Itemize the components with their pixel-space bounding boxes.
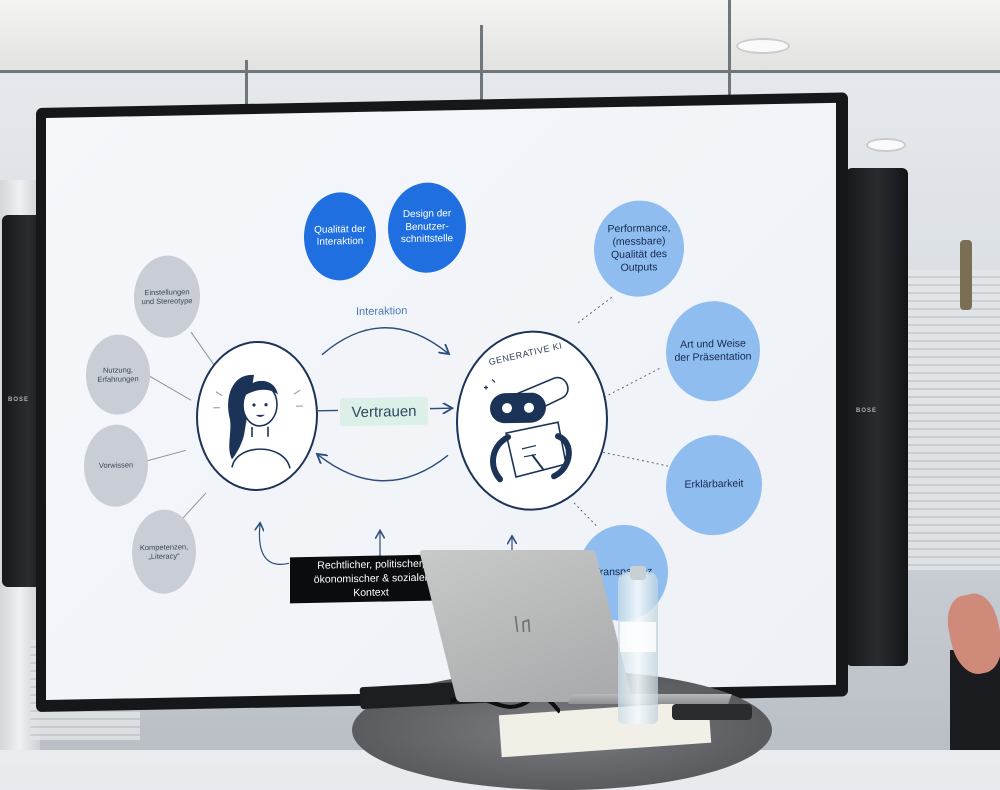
right-speaker: BOSE <box>846 168 908 666</box>
bottle-label <box>620 622 656 652</box>
ceiling-light <box>866 138 906 152</box>
glass-bottle <box>618 572 658 724</box>
context-arrow <box>259 523 289 564</box>
ceiling <box>0 0 1000 70</box>
laptop-logo-icon <box>509 612 539 636</box>
ai-illustration: GENERATIVE KI <box>456 329 608 512</box>
glass-frame <box>0 70 1000 73</box>
connector-line <box>574 502 598 527</box>
connector-line <box>146 373 191 401</box>
phone <box>672 704 752 720</box>
trust-box: Vertrauen <box>340 397 428 427</box>
connector-line <box>604 368 660 397</box>
person-icon <box>202 346 312 486</box>
ceiling-light <box>736 38 790 54</box>
door-handle <box>960 240 972 310</box>
speaker-logo: BOSE <box>8 397 29 403</box>
interaction-arrow-bottom <box>318 452 448 482</box>
connector-line <box>146 450 186 461</box>
robot-icon <box>462 335 602 506</box>
interaction-arrow-top <box>322 327 448 356</box>
bottle-cap <box>630 566 646 580</box>
speaker-logo: BOSE <box>856 408 877 414</box>
interaktion-label: Interaktion <box>356 305 407 318</box>
window-blinds <box>900 270 1000 570</box>
connector-line <box>603 451 668 467</box>
human-illustration <box>196 340 318 492</box>
laptop-lid <box>419 550 633 702</box>
connector-line <box>578 297 612 323</box>
